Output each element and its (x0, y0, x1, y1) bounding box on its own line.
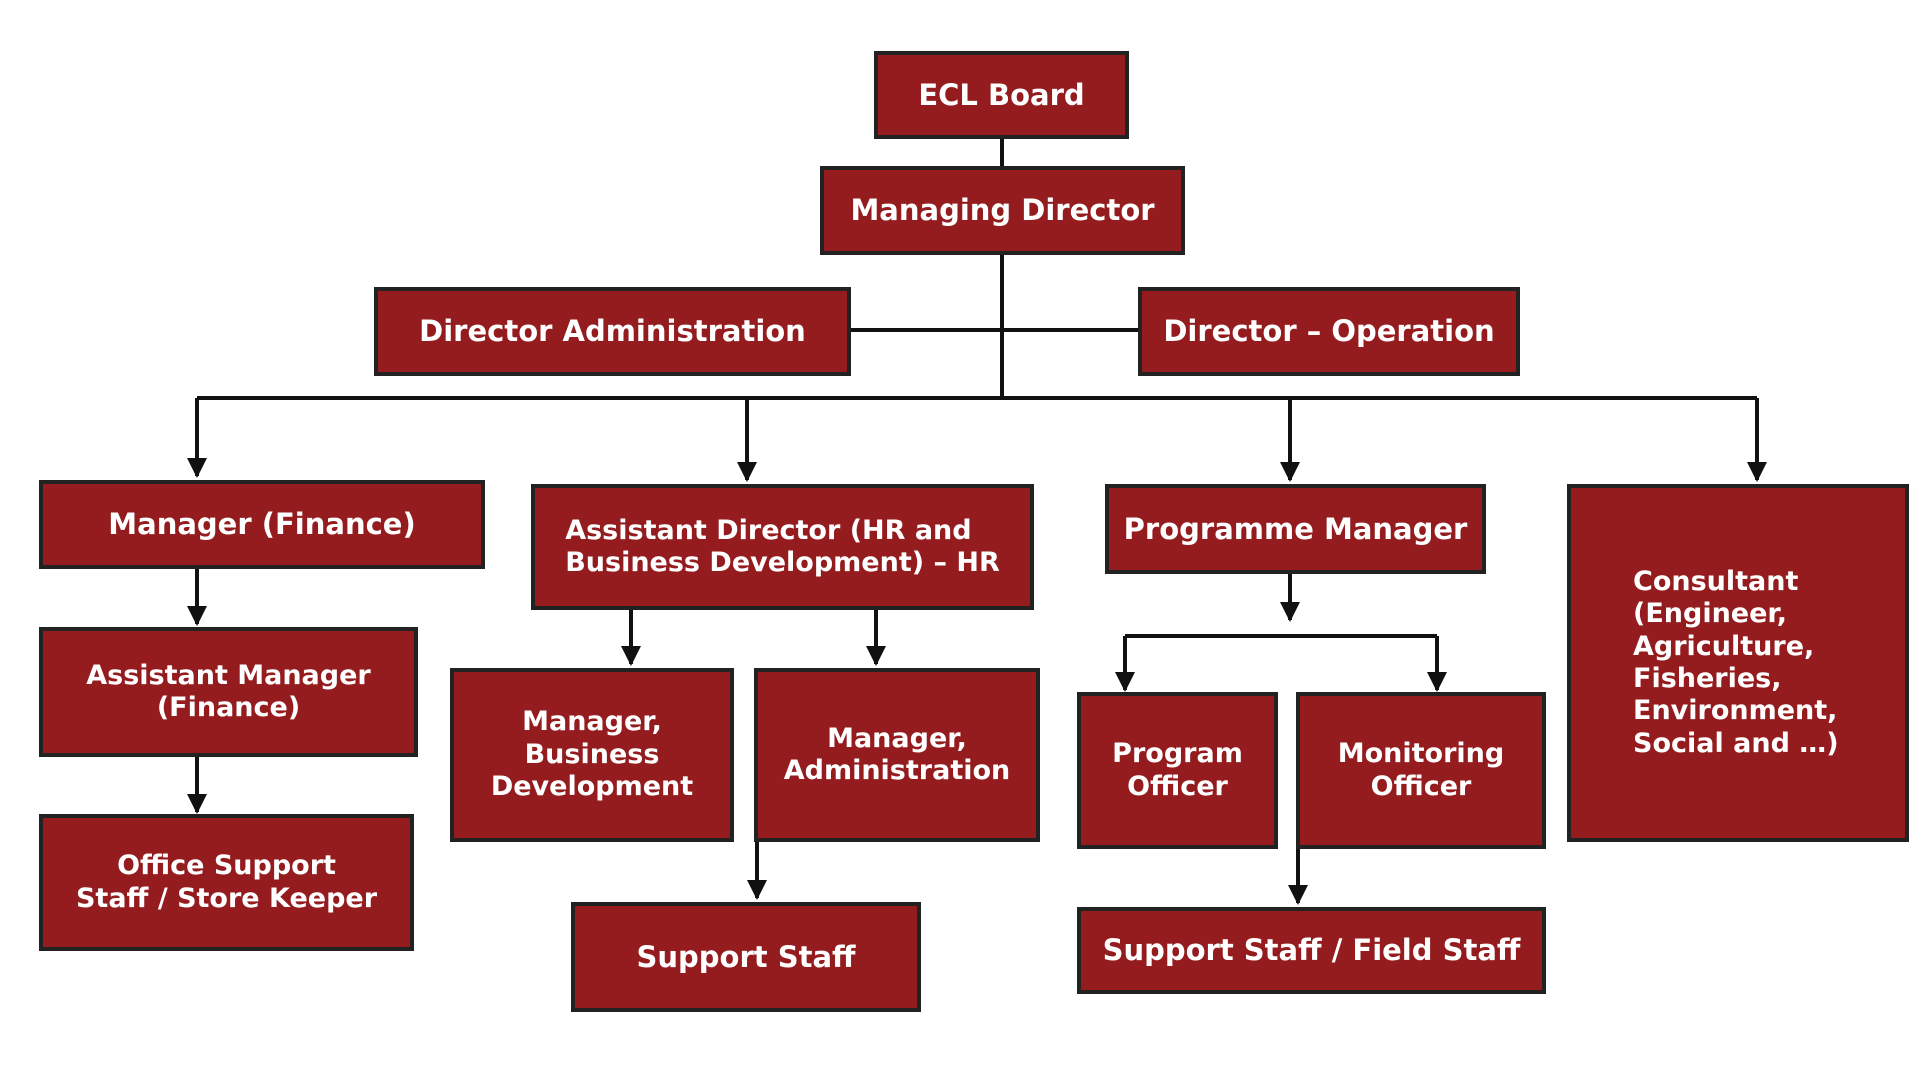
ecl-board-box: ECL Board (874, 51, 1129, 139)
managing-director-box: Managing Director (820, 166, 1185, 255)
assistant-manager-finance-box: Assistant Manager (Finance) (39, 627, 418, 757)
manager-administration-label: Manager, Administration (783, 722, 1011, 786)
director-operation-box: Director – Operation (1138, 287, 1520, 376)
office-support-staff-label: Office Support Staff / Store Keeper (75, 850, 378, 914)
program-officer-label: Program Officer (1112, 738, 1243, 802)
director-administration-label: Director Administration (419, 314, 806, 349)
support-staff-label: Support Staff (636, 939, 856, 974)
program-officer-box: Program Officer (1077, 692, 1278, 849)
manager-business-development-box: Manager, Business Development (450, 668, 734, 842)
manager-business-development-label: Manager, Business Development (490, 706, 694, 803)
support-field-staff-label: Support Staff / Field Staff (1102, 933, 1521, 968)
manager-finance-label: Manager (Finance) (108, 507, 416, 542)
consultant-label: Consultant (Engineer, Agriculture, Fishe… (1633, 565, 1839, 759)
assistant-manager-finance-label: Assistant Manager (Finance) (86, 659, 371, 723)
programme-manager-box: Programme Manager (1105, 484, 1486, 574)
monitoring-officer-label: Monitoring Officer (1337, 738, 1505, 802)
programme-manager-label: Programme Manager (1123, 511, 1468, 546)
support-field-staff-box: Support Staff / Field Staff (1077, 907, 1546, 994)
support-staff-box: Support Staff (571, 902, 921, 1012)
director-operation-label: Director – Operation (1163, 314, 1495, 349)
assistant-director-hr-box: Assistant Director (HR and Business Deve… (531, 484, 1034, 610)
director-administration-box: Director Administration (374, 287, 851, 376)
managing-director-label: Managing Director (850, 193, 1155, 228)
ecl-board-label: ECL Board (918, 77, 1085, 112)
monitoring-officer-box: Monitoring Officer (1296, 692, 1546, 849)
consultant-box: Consultant (Engineer, Agriculture, Fishe… (1567, 484, 1909, 842)
assistant-director-hr-label: Assistant Director (HR and Business Deve… (565, 514, 1000, 578)
manager-administration-box: Manager, Administration (754, 668, 1040, 842)
office-support-staff-box: Office Support Staff / Store Keeper (39, 814, 414, 951)
manager-finance-box: Manager (Finance) (39, 480, 485, 569)
